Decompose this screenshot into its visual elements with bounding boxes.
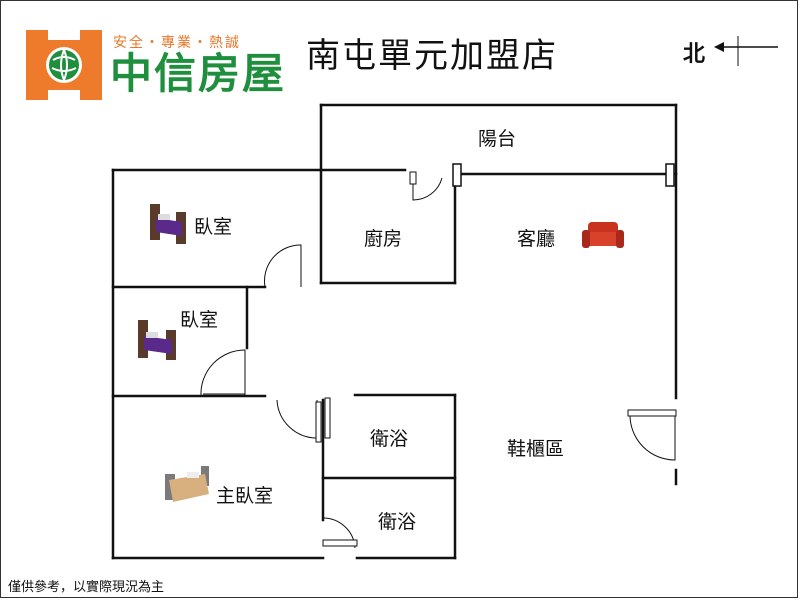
room-label-bedroom-1: 臥室 xyxy=(194,216,232,238)
room-label-bathroom-2: 衛浴 xyxy=(378,511,416,533)
company-brand-name: 中信房屋 xyxy=(110,49,287,98)
bed-icon xyxy=(150,204,186,244)
room-label-living: 客廳 xyxy=(517,228,555,250)
room-label-bedroom-2: 臥室 xyxy=(180,309,218,331)
disclaimer-note: 僅供參考，以實際現況為主 xyxy=(8,580,165,595)
hand-globe-logo-icon xyxy=(26,30,102,100)
room-label-shoe-cabinet: 鞋櫃區 xyxy=(507,438,564,460)
store-title: 南屯單元加盟店 xyxy=(306,36,558,76)
doors xyxy=(200,163,677,549)
bed-icon xyxy=(138,320,176,360)
sofa-icon xyxy=(582,222,624,248)
north-label: 北 xyxy=(683,42,706,67)
room-label-master-bedroom: 主臥室 xyxy=(216,485,273,507)
room-label-kitchen: 廚房 xyxy=(364,227,402,250)
company-tagline: 安全・專業・熱誠 xyxy=(113,35,241,51)
room-label-balcony: 陽台 xyxy=(478,128,516,150)
bed-icon xyxy=(165,466,209,502)
room-label-bathroom-1: 衛浴 xyxy=(370,428,408,450)
walls xyxy=(111,103,678,560)
north-arrow-icon xyxy=(714,36,778,66)
